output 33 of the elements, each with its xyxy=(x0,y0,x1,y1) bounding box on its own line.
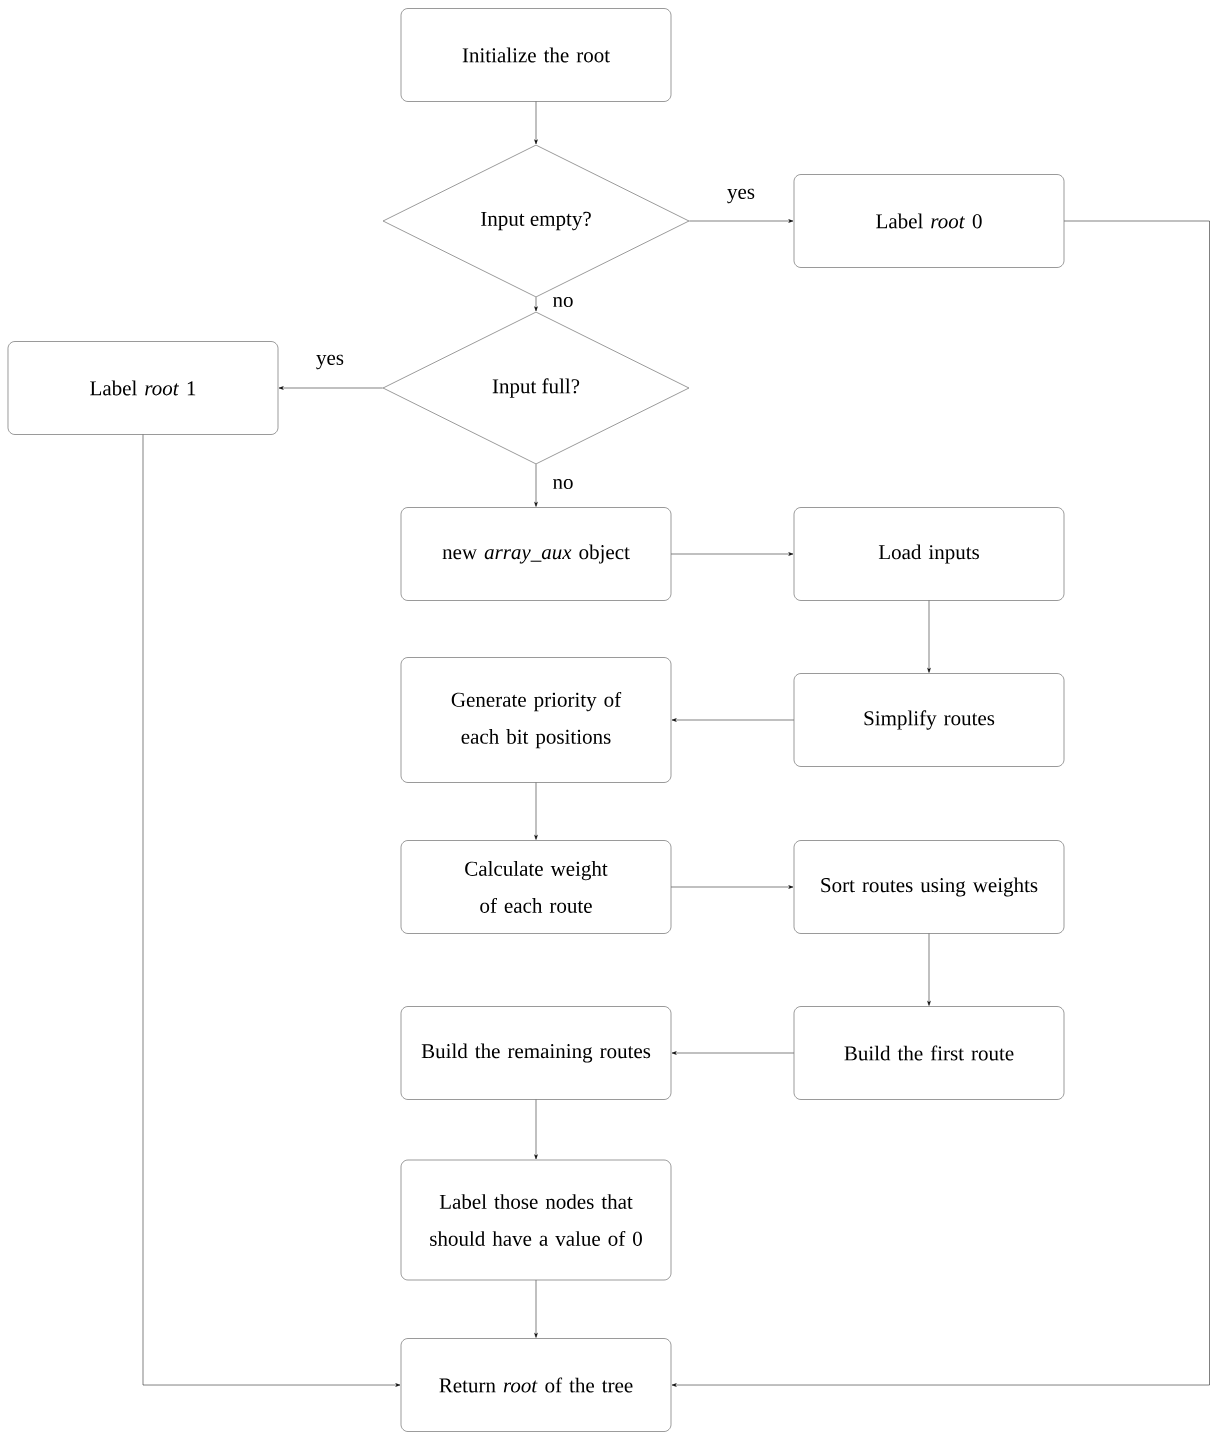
arrow xyxy=(534,296,538,312)
process-box: Build the remaining routes xyxy=(400,1006,672,1100)
process-box: Calculate weight of each route xyxy=(400,840,672,934)
process-box: Initialize the root xyxy=(400,8,672,102)
arrow xyxy=(670,885,794,889)
arrow xyxy=(688,219,794,223)
arrow xyxy=(927,933,931,1006)
process-box: Load inputs xyxy=(793,507,1065,601)
process-box: Label root 0 xyxy=(793,174,1065,268)
arrow xyxy=(534,101,538,145)
edge-label: no xyxy=(551,295,575,309)
process-box: Sort routes using weights xyxy=(793,840,1065,934)
process-box: Simplify routes xyxy=(793,673,1065,767)
edge-label: yes xyxy=(726,187,756,205)
arrow xyxy=(671,1051,795,1055)
arrow xyxy=(534,1099,538,1160)
arrow xyxy=(927,600,931,673)
arrow xyxy=(534,782,538,840)
edge-label: yes xyxy=(315,353,345,371)
process-box: new array_aux object xyxy=(400,507,672,601)
arrow xyxy=(671,220,1210,1387)
process-box: Label those nodes that should have a value of 0 xyxy=(400,1159,672,1281)
process-box: Build the first route xyxy=(793,1006,1065,1100)
arrow xyxy=(142,434,401,1387)
arrow xyxy=(534,463,538,507)
edge-label: no xyxy=(551,477,575,491)
process-box: Label root 1 xyxy=(7,341,279,435)
arrow xyxy=(670,552,794,556)
arrow xyxy=(534,1279,538,1338)
process-box: Generate priority of each bit positions xyxy=(400,657,672,783)
process-box: Return root of the tree xyxy=(400,1338,672,1432)
arrow xyxy=(278,386,384,390)
arrow xyxy=(671,718,795,722)
